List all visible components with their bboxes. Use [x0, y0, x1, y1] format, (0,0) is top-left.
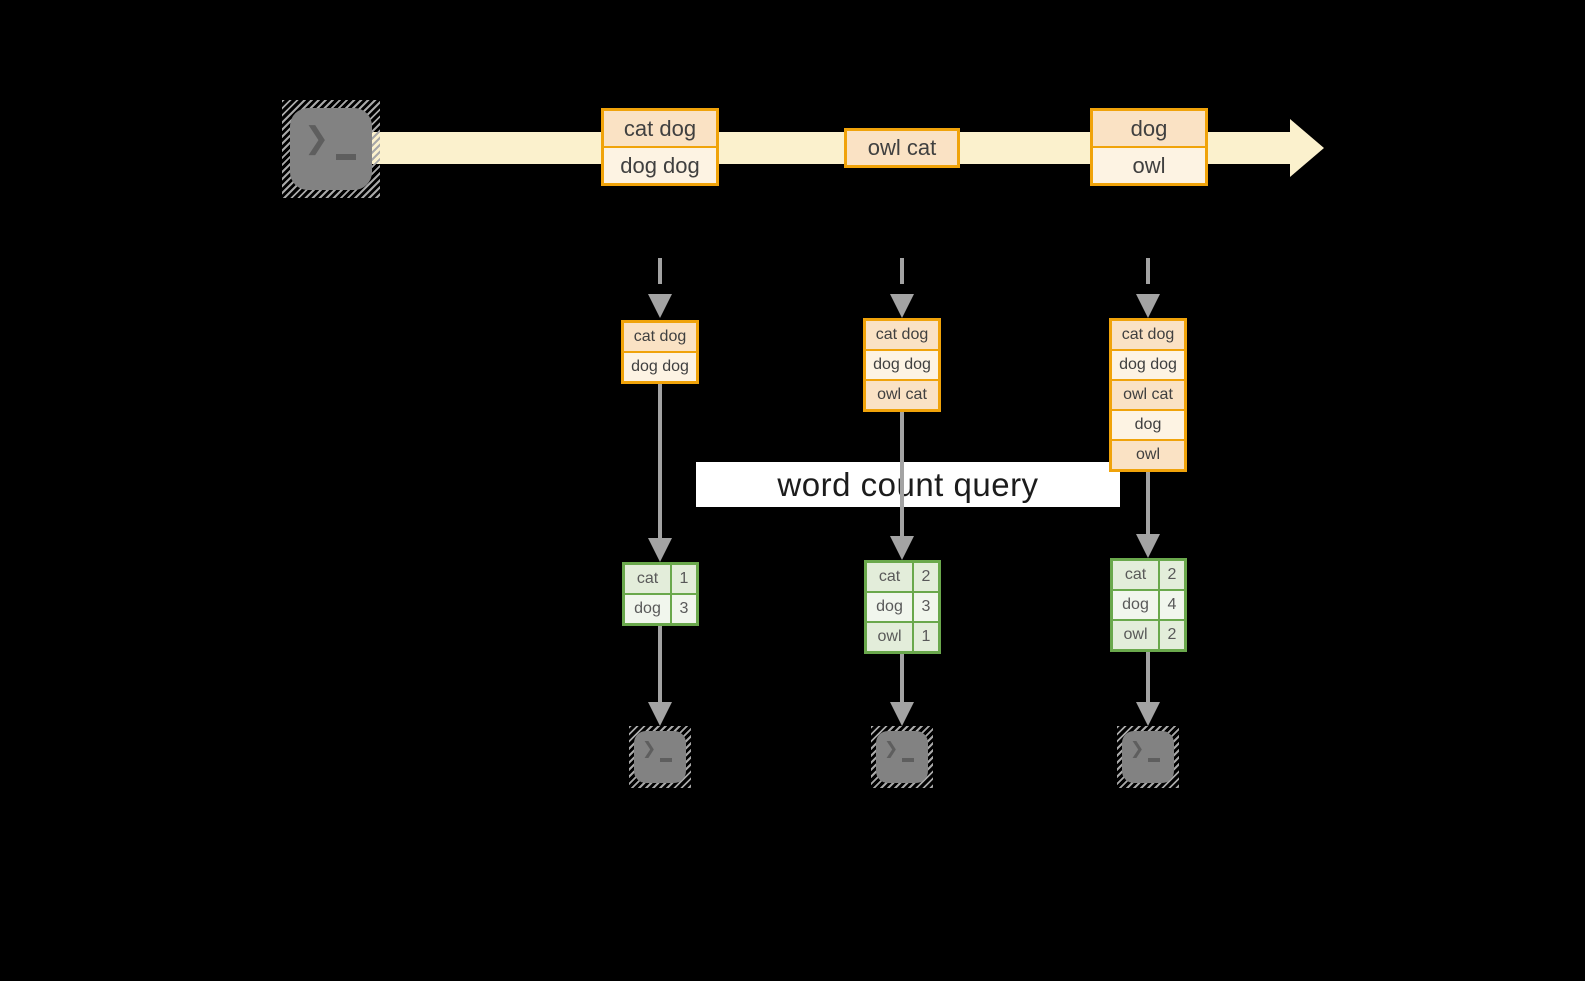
count-table-3: cat 2 dog 4 owl 2 [1110, 558, 1187, 652]
word-cell: owl [1113, 621, 1158, 649]
batch-item: dog [1093, 111, 1205, 146]
batch-item: owl [1093, 148, 1205, 183]
output-arrow-line [658, 626, 662, 704]
trigger-arrow-dash [658, 258, 662, 284]
output-arrowhead-icon [1136, 702, 1160, 726]
trigger-arrow-dash [1146, 258, 1150, 284]
terminal-source-icon: ❯ [282, 100, 380, 198]
terminal-screen: ❯ [876, 731, 928, 783]
trigger-arrowhead-icon [1136, 294, 1160, 318]
batch-item: dog dog [604, 148, 716, 183]
terminal-sink-icon: ❯ [1117, 726, 1179, 788]
output-arrow-line [1146, 652, 1150, 704]
query-arrowhead-icon [648, 538, 672, 562]
count-cell: 1 [914, 623, 938, 651]
state-row: owl cat [866, 381, 938, 409]
prompt-underscore-icon [660, 758, 672, 762]
output-arrowhead-icon [890, 702, 914, 726]
terminal-screen: ❯ [634, 731, 686, 783]
timeline-batch-1: cat dog dog dog [601, 108, 719, 186]
word-cell: dog [625, 595, 670, 623]
input-stack-1: cat dog dog dog [621, 320, 699, 384]
state-row: dog dog [1112, 351, 1184, 379]
timeline-batch-2: owl cat [844, 128, 960, 168]
stream-timeline-arrowhead-icon [1290, 119, 1324, 177]
state-row: cat dog [1112, 321, 1184, 349]
count-cell: 2 [1160, 561, 1184, 589]
state-row: cat dog [624, 323, 696, 351]
query-band: word count query [696, 462, 1120, 507]
input-stack-2: cat dog dog dog owl cat [863, 318, 941, 412]
state-row: dog dog [866, 351, 938, 379]
trigger-arrowhead-icon [648, 294, 672, 318]
word-cell: cat [1113, 561, 1158, 589]
word-cell: dog [1113, 591, 1158, 619]
prompt-chevron-icon: ❯ [884, 739, 899, 758]
prompt-chevron-icon: ❯ [1130, 739, 1145, 758]
word-cell: cat [867, 563, 912, 591]
count-cell: 3 [672, 595, 696, 623]
count-table-2: cat 2 dog 3 owl 1 [864, 560, 941, 654]
query-arrowhead-icon [1136, 534, 1160, 558]
query-arrowhead-icon [890, 536, 914, 560]
count-cell: 2 [914, 563, 938, 591]
count-cell: 4 [1160, 591, 1184, 619]
prompt-chevron-icon: ❯ [642, 739, 657, 758]
trigger-arrow-dash [900, 258, 904, 284]
state-row: owl cat [1112, 381, 1184, 409]
query-arrow-line [900, 412, 904, 538]
query-arrow-line [1146, 472, 1150, 536]
output-arrowhead-icon [648, 702, 672, 726]
input-stack-3: cat dog dog dog owl cat dog owl [1109, 318, 1187, 472]
terminal-sink-icon: ❯ [629, 726, 691, 788]
terminal-screen: ❯ [1122, 731, 1174, 783]
terminal-sink-icon: ❯ [871, 726, 933, 788]
batch-item: owl cat [847, 131, 957, 165]
state-row: cat dog [866, 321, 938, 349]
count-cell: 2 [1160, 621, 1184, 649]
trigger-arrowhead-icon [890, 294, 914, 318]
prompt-chevron-icon: ❯ [304, 122, 330, 155]
word-cell: dog [867, 593, 912, 621]
terminal-screen: ❯ [290, 108, 372, 190]
prompt-underscore-icon [902, 758, 914, 762]
word-cell: owl [867, 623, 912, 651]
count-cell: 1 [672, 565, 696, 593]
prompt-underscore-icon [1148, 758, 1160, 762]
state-row: owl [1112, 441, 1184, 469]
batch-item: cat dog [604, 111, 716, 146]
output-arrow-line [900, 654, 904, 704]
query-label: word count query [777, 465, 1039, 503]
state-row: dog [1112, 411, 1184, 439]
timeline-batch-3: dog owl [1090, 108, 1208, 186]
word-cell: cat [625, 565, 670, 593]
state-row: dog dog [624, 353, 696, 381]
count-table-1: cat 1 dog 3 [622, 562, 699, 626]
count-cell: 3 [914, 593, 938, 621]
query-arrow-line [658, 384, 662, 540]
prompt-underscore-icon [336, 154, 356, 160]
